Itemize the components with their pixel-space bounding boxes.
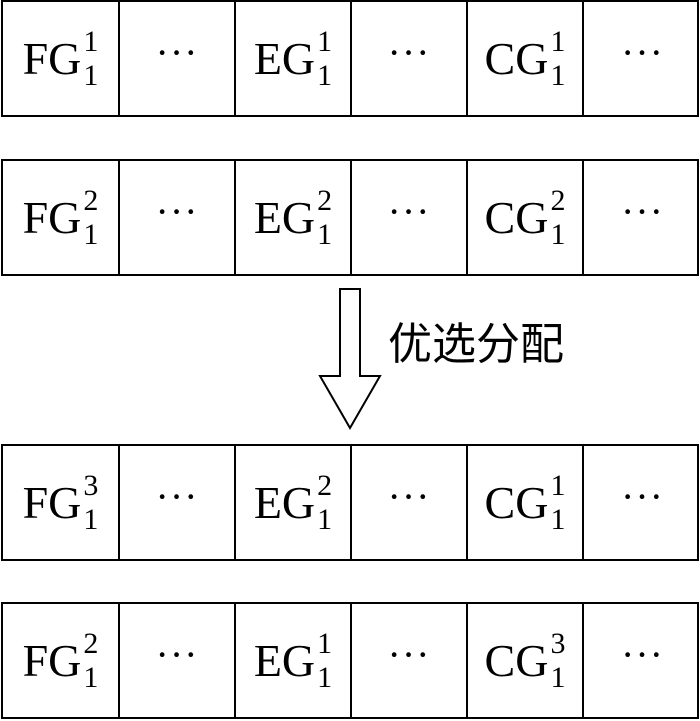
gene-superscript: 1 (550, 468, 566, 502)
gene-subscript: 1 (317, 58, 333, 92)
gene-cell-eg: EG 2 1 (236, 161, 352, 274)
gene-subscript: 1 (83, 217, 99, 251)
gene-cell-eg: EG 2 1 (236, 446, 352, 559)
chromosome-row-4: FG 2 1 ··· EG 1 1 ··· CG 3 (1, 602, 699, 719)
gene-subscript: 1 (317, 660, 333, 694)
ellipsis-cell: ··· (120, 446, 236, 559)
ellipsis-cell: ··· (621, 473, 664, 519)
ellipsis-cell: ··· (352, 446, 468, 559)
gene-cell-eg: EG 1 1 (236, 604, 352, 717)
gene-subscript: 1 (550, 58, 566, 92)
gene-cell-cg: CG 2 1 (468, 161, 584, 274)
down-arrow-icon (318, 288, 382, 430)
ellipsis-cell: ··· (621, 188, 664, 234)
gene-subscript: 1 (317, 502, 333, 536)
chromosome-row-3: FG 3 1 ··· EG 2 1 ··· CG 1 (1, 444, 699, 561)
gene-subscript: 1 (550, 217, 566, 251)
gene-superscript: 1 (550, 24, 566, 58)
gene-base: CG (484, 32, 549, 84)
gene-subscript: 1 (83, 58, 99, 92)
gene-subscript: 1 (83, 660, 99, 694)
gene-superscript: 2 (83, 626, 99, 660)
gene-subscript: 1 (550, 660, 566, 694)
gene-subscript: 1 (550, 502, 566, 536)
gene-base: FG (22, 191, 82, 243)
ellipsis-cell: ··· (120, 161, 236, 274)
arrow-label: 优选分配 (388, 319, 564, 370)
gene-cell-fg: FG 3 1 (3, 446, 120, 559)
gene-superscript: 2 (317, 468, 333, 502)
gene-superscript: 3 (83, 468, 99, 502)
ellipsis-cell: ··· (352, 604, 468, 717)
gene-base: EG (253, 634, 316, 686)
gene-cell-eg: EG 1 1 (236, 2, 352, 115)
gene-cell-cg: CG 3 1 (468, 604, 584, 717)
gene-subscript: 1 (83, 502, 99, 536)
gene-base: CG (484, 191, 549, 243)
ellipsis-cell: ··· (120, 2, 236, 115)
gene-cell-cg: CG 1 1 (468, 2, 584, 115)
gene-superscript: 3 (550, 626, 566, 660)
gene-base: EG (253, 191, 316, 243)
gene-superscript: 2 (550, 183, 566, 217)
gene-superscript: 2 (317, 183, 333, 217)
gene-cell-fg: FG 1 1 (3, 2, 120, 115)
gene-cell-fg: FG 2 1 (3, 604, 120, 717)
gene-base: CG (484, 476, 549, 528)
gene-base: CG (484, 634, 549, 686)
gene-base: FG (22, 32, 82, 84)
gene-base: FG (22, 476, 82, 528)
gene-superscript: 1 (83, 24, 99, 58)
gene-cell-cg: CG 1 1 (468, 446, 584, 559)
gene-superscript: 2 (83, 183, 99, 217)
gene-base: FG (22, 634, 82, 686)
chromosome-row-2: FG 2 1 ··· EG 2 1 ··· CG 2 (1, 159, 699, 276)
ellipsis-cell: ··· (621, 29, 664, 75)
ellipsis-cell: ··· (352, 2, 468, 115)
gene-superscript: 1 (317, 626, 333, 660)
gene-base: EG (253, 476, 316, 528)
ellipsis-cell: ··· (621, 631, 664, 677)
ellipsis-cell: ··· (120, 604, 236, 717)
chromosome-row-1: FG 1 1 ··· EG 1 1 ··· CG 1 (1, 0, 699, 117)
gene-superscript: 1 (317, 24, 333, 58)
ellipsis-cell: ··· (352, 161, 468, 274)
gene-base: EG (253, 32, 316, 84)
gene-cell-fg: FG 2 1 (3, 161, 120, 274)
gene-subscript: 1 (317, 217, 333, 251)
